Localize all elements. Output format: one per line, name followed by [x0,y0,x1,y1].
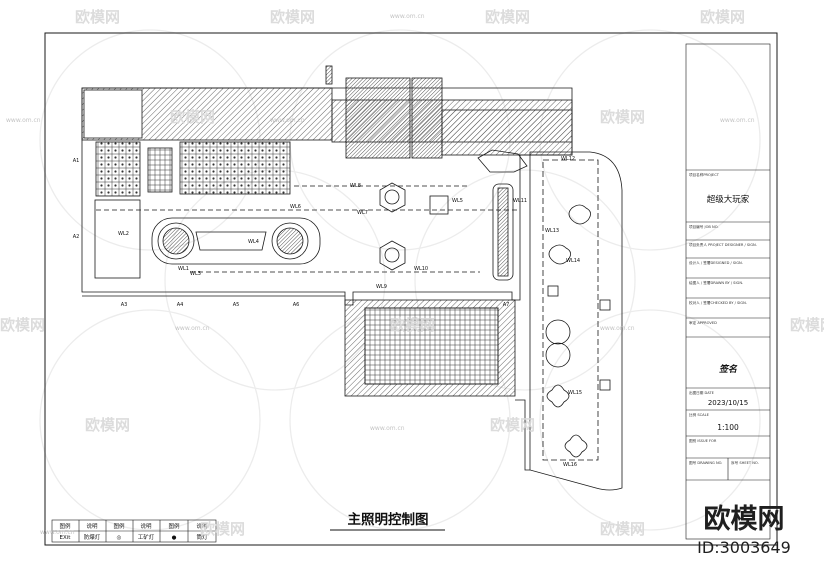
legend-desc: 筒灯 [196,533,208,541]
circuit-tag: WL15 [568,390,582,396]
circuit-tag: WL9 [376,284,387,290]
legend-header: 说明 [196,522,208,530]
legend-symbol: ● [172,535,177,541]
project-label: 项目名称PROJECT [689,172,720,177]
axis-tag: A5 [233,302,240,308]
circuit-tag: WL12 [561,156,575,162]
circuit-tag: WL2 [118,231,129,237]
circuit-tag: WL3 [190,271,201,277]
circuit-tag: WL1 [178,266,189,272]
circuit-tag: WL4 [248,239,259,245]
legend-header: 说明 [86,522,98,530]
signature: 签名 [719,364,738,375]
watermark-brand: 欧模网 [85,416,130,434]
watermark-brand: 欧模网 [270,8,315,26]
axis-tag: A7 [503,302,510,308]
watermark-site: www.om.cn [720,117,755,124]
watermark-brand: 欧模网 [600,108,645,126]
watermark-site: www.om.cn [6,117,41,124]
checker-label: 校对人 / 签署CHECKED BY / SIGN. [689,300,747,305]
circuit-tag: WL16 [563,462,577,468]
sheet-no-label: 序号 SHEET NO. [731,460,759,465]
watermark-layer: 欧模网 欧模网 欧模网 欧模网 欧模网 欧模网 欧模网 欧模网 欧模网 欧模网 … [0,8,824,538]
approved-label: 审定 APPROVED [689,320,717,325]
issue-for-label: 图别 ISSUE FOR [689,438,717,443]
designer-label: 设计人 / 签署DESIGNED / SIGN. [689,260,743,265]
job-no-label: 项目编号 JOB NO. [689,224,719,229]
watermark-site: www.om.cn [390,13,425,20]
sheet-border [44,32,778,546]
watermark-brand: 欧模网 [485,8,530,26]
legend-symbol: EXit [60,535,72,541]
right-wing-plan [529,151,623,491]
legend-header: 图例 [113,522,125,530]
corner-brand-logo: 欧模网 [704,504,785,535]
axis-tag: A2 [73,234,80,240]
scale-value: 1:100 [717,423,739,432]
corner-id: ID:3003649 [697,538,791,557]
legend-header: 图例 [168,522,180,530]
watermark-site: www.om.cn [270,117,305,124]
title-block-text: 项目名称PROJECT 超级大玩家 项目编号 JOB NO. 项目负责人 PRO… [689,172,759,465]
axis-tag: A6 [293,302,300,308]
watermark-brand: 欧模网 [75,8,120,26]
watermark-site: www.om.cn [600,325,635,332]
date-label: 出图日期 DATE [689,390,715,395]
drawing-title: 主照明控制图 [348,511,429,528]
drawing-no-label: 图号 DRAWING NO. [689,460,722,465]
watermark-brand: 欧模网 [390,316,435,334]
project-leader-label: 项目负责人 PROJECT DESIGNER / SIGN. [689,242,757,247]
legend-symbol: ◎ [117,535,122,541]
watermark-site: www.om.cn [40,529,75,536]
watermark-brand: 欧模网 [600,520,645,538]
issue-date: 2023/10/15 [708,399,748,407]
lower-block-plan [344,299,530,471]
watermark-site: www.om.cn [175,325,210,332]
legend-headers: 图例 说明 图例 说明 图例 说明 [59,522,208,530]
project-name: 超级大玩家 [707,194,750,205]
title-block [685,43,771,540]
axis-tag: A4 [177,302,184,308]
watermark-brand: 欧模网 [170,108,215,126]
axis-tag: A1 [73,158,80,164]
circuit-tag: WL14 [566,258,580,264]
legend-desc: 工矿灯 [138,533,155,541]
legend-header: 说明 [140,522,152,530]
legend-header: 图例 [59,522,71,530]
scale-label: 比例 SCALE [689,412,710,417]
watermark-brand: 欧模网 [0,316,45,334]
legend-rows: EXit 防爆灯 ◎ 工矿灯 ● 筒灯 [60,533,208,541]
circuit-tag: WL13 [545,228,559,234]
watermark-brand: 欧模网 [700,8,745,26]
floor-plan [81,65,573,306]
circuit-tag: WL8 [350,183,361,189]
legend-desc: 防爆灯 [84,533,101,541]
drawer-label: 绘图人 / 签署DRAWN BY / SIGN. [689,280,743,285]
watermark-brand: 欧模网 [200,520,245,538]
circuit-tag: WL6 [290,204,301,210]
circuit-tag: WL5 [452,198,463,204]
watermark-brand: 欧模网 [790,316,824,334]
axis-tag: A3 [121,302,128,308]
circuit-tag: WL10 [414,266,428,272]
watermark-site: www.om.cn [370,425,405,432]
circuit-tag: WL7 [357,210,368,216]
circuit-tag: WL11 [513,198,527,204]
watermark-brand: 欧模网 [490,416,535,434]
legend-table [51,519,217,543]
